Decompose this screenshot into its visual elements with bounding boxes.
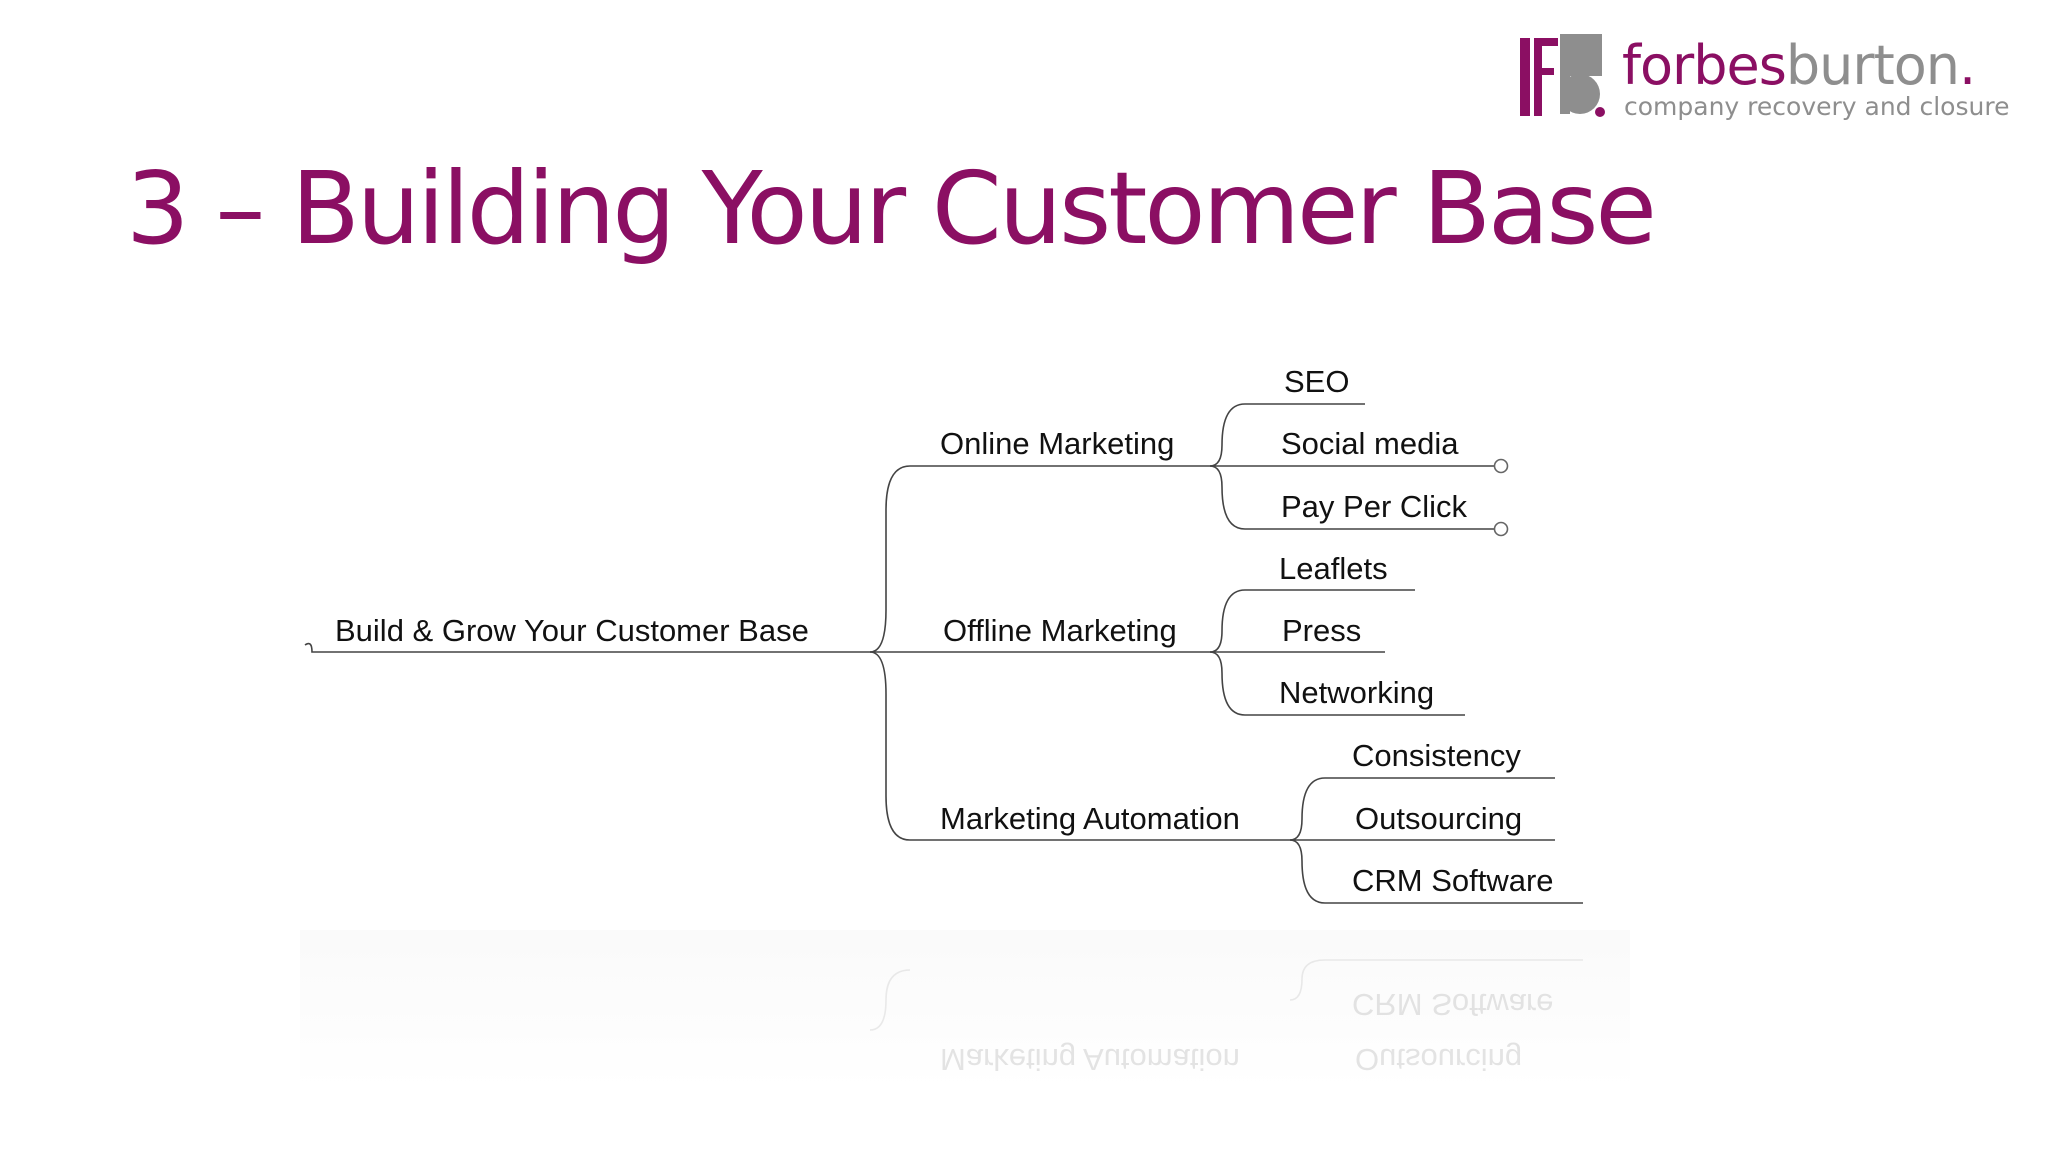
leaf-networking: Networking xyxy=(1279,675,1434,710)
leaf-seo: SEO xyxy=(1284,364,1349,399)
leaf-pay-per-click: Pay Per Click xyxy=(1281,489,1468,524)
mirror-group: CRM Software Marketing Automation Outsou… xyxy=(869,959,1583,1077)
leaf-outsourcing: Outsourcing xyxy=(1355,801,1522,836)
mirror-label-automation: Marketing Automation xyxy=(940,1042,1240,1077)
connector-ppc xyxy=(1209,465,1495,530)
leaf-crm-software: CRM Software xyxy=(1352,863,1554,898)
logo-name-forbes: forbes xyxy=(1622,34,1787,97)
leaf-leaflets: Leaflets xyxy=(1279,551,1388,586)
mirror-label-outsourcing: Outsourcing xyxy=(1355,1042,1522,1077)
logo-name-burton: burton xyxy=(1785,34,1960,97)
root-underline xyxy=(304,642,870,653)
slide-title: 3 – Building Your Customer Base xyxy=(126,150,1657,267)
connector-networking xyxy=(1209,651,1465,716)
branch-marketing-automation: Marketing Automation xyxy=(940,801,1240,836)
logo-tagline: company recovery and closure xyxy=(1624,92,2010,121)
leaf-press: Press xyxy=(1282,613,1361,648)
diagram-reflection xyxy=(300,930,1630,1090)
connector-automation xyxy=(869,651,1290,841)
logo-name-dot: . xyxy=(1959,34,1976,97)
company-logo: forbesburton. company recovery and closu… xyxy=(1520,34,2010,124)
connector-crm xyxy=(1289,839,1583,904)
leaf-consistency: Consistency xyxy=(1352,738,1521,773)
root-node-label: Build & Grow Your Customer Base xyxy=(335,613,809,648)
leaf-social-media: Social media xyxy=(1281,426,1459,461)
expand-handle-pay-per-click[interactable] xyxy=(1493,521,1509,537)
branch-online-marketing: Online Marketing xyxy=(940,426,1174,461)
expand-handle-social-media[interactable] xyxy=(1493,458,1509,474)
branch-offline-marketing: Offline Marketing xyxy=(943,613,1177,648)
mirror-label-crm: CRM Software xyxy=(1352,987,1554,1022)
logo-mark-icon xyxy=(1520,34,1605,117)
connector-seo xyxy=(1209,403,1365,467)
connector-online xyxy=(869,465,1210,653)
connector-consistency xyxy=(1289,777,1555,841)
connector-leaflets xyxy=(1209,589,1415,653)
logo-wordmark: forbesburton. xyxy=(1622,34,1976,97)
